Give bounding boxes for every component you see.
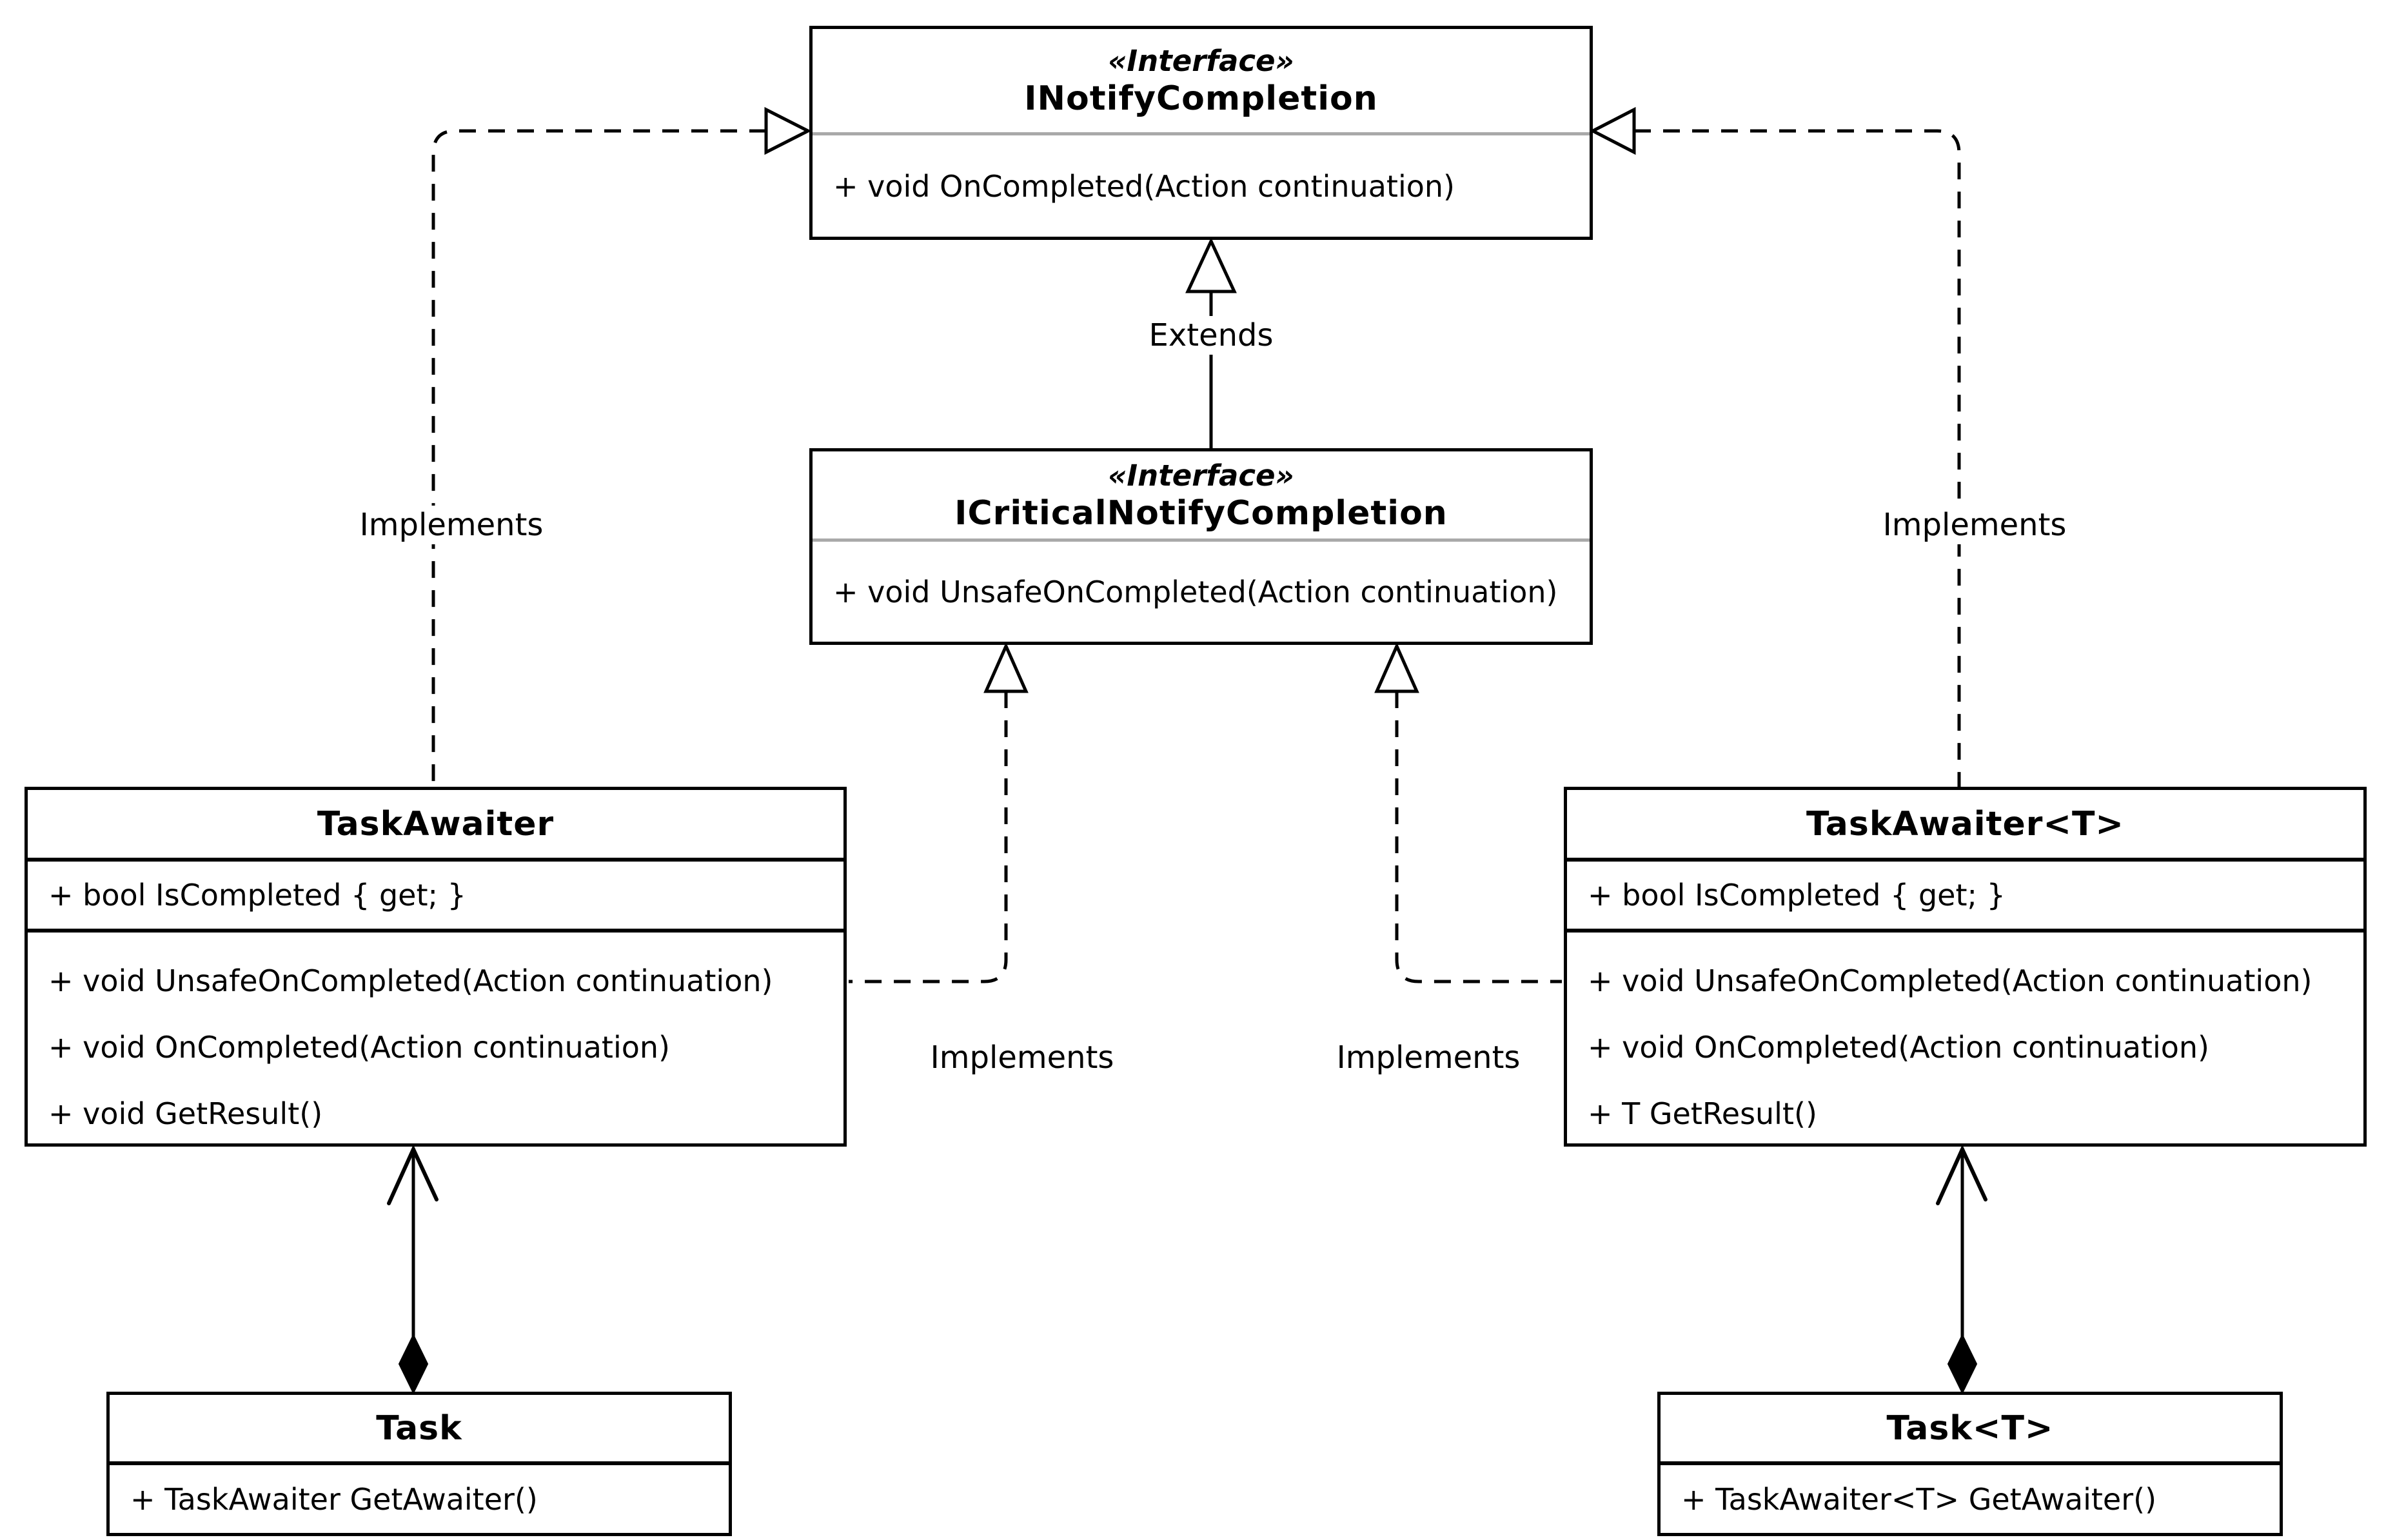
properties-compartment: + bool IsCompleted { get; } [28, 858, 843, 929]
composition-connector-task-taskawaiter [387, 1144, 439, 1395]
class-name: ICriticalNotifyCompletion [954, 493, 1448, 533]
implements-label-mid-left: Implements [918, 1038, 1126, 1077]
class-name: Task<T> [1886, 1408, 2054, 1448]
class-title-compartment: «Interface» INotifyCompletion [813, 29, 1590, 132]
class-box-taskawaiter-t: TaskAwaiter<T> + bool IsCompleted { get;… [1564, 787, 2367, 1147]
method: + void UnsafeOnCompleted(Action continua… [1588, 963, 2312, 998]
method: + void OnCompleted(Action continuation) [833, 168, 1455, 204]
class-name: Task [376, 1408, 462, 1448]
methods-compartment: + void UnsafeOnCompleted(Action continua… [813, 538, 1590, 642]
method: + void OnCompleted(Action continuation) [1588, 1030, 2209, 1065]
class-box-icriticalnotifycompletion: «Interface» ICriticalNotifyCompletion + … [809, 448, 1593, 645]
method: + TaskAwaiter<T> GetAwaiter() [1681, 1481, 2157, 1517]
implements-connector-taskawaiter-t-inotify [1589, 106, 1961, 787]
method: + TaskAwaiter GetAwaiter() [130, 1481, 538, 1517]
method: + T GetResult() [1588, 1096, 1817, 1131]
property: + bool IsCompleted { get; } [1588, 878, 2006, 913]
class-name: TaskAwaiter [317, 804, 555, 844]
class-name: INotifyCompletion [1024, 79, 1378, 118]
class-box-taskawaiter: TaskAwaiter + bool IsCompleted { get; } … [25, 787, 847, 1147]
methods-compartment: + void UnsafeOnCompleted(Action continua… [1567, 929, 2363, 1147]
implements-label-mid-right: Implements [1325, 1038, 1532, 1077]
method: + void UnsafeOnCompleted(Action continua… [48, 963, 773, 998]
methods-compartment: + TaskAwaiter GetAwaiter() [110, 1461, 729, 1533]
implements-label-right: Implements [1871, 506, 2078, 544]
implements-connector-taskawaiter-t-icritical [1374, 642, 1562, 983]
composition-connector-task-t-taskawaiter-t [1936, 1144, 1987, 1395]
properties-compartment: + bool IsCompleted { get; } [1567, 858, 2363, 929]
class-title-compartment: Task [110, 1395, 729, 1461]
class-title-compartment: Task<T> [1661, 1395, 2280, 1461]
methods-compartment: + TaskAwaiter<T> GetAwaiter() [1661, 1461, 2280, 1533]
extends-label: Extends [1137, 316, 1285, 355]
interface-stereotype: «Interface» [1108, 44, 1294, 78]
interface-stereotype: «Interface» [1108, 458, 1294, 493]
class-box-inotifycompletion: «Interface» INotifyCompletion + void OnC… [809, 26, 1593, 240]
class-title-compartment: «Interface» ICriticalNotifyCompletion [813, 451, 1590, 538]
method: + void UnsafeOnCompleted(Action continua… [833, 574, 1558, 609]
implements-connector-taskawaiter-inotify [431, 106, 812, 787]
method: + void OnCompleted(Action continuation) [48, 1030, 670, 1065]
implements-label-left: Implements [348, 506, 555, 544]
class-title-compartment: TaskAwaiter<T> [1567, 790, 2363, 858]
class-name: TaskAwaiter<T> [1806, 804, 2124, 844]
implements-connector-taskawaiter-icritical [849, 642, 1029, 983]
class-box-task-t: Task<T> + TaskAwaiter<T> GetAwaiter() [1657, 1392, 2283, 1536]
methods-compartment: + void UnsafeOnCompleted(Action continua… [28, 929, 843, 1147]
class-box-task: Task + TaskAwaiter GetAwaiter() [106, 1392, 732, 1536]
class-title-compartment: TaskAwaiter [28, 790, 843, 858]
property: + bool IsCompleted { get; } [48, 878, 466, 913]
methods-compartment: + void OnCompleted(Action continuation) [813, 132, 1590, 237]
method: + void GetResult() [48, 1096, 323, 1131]
